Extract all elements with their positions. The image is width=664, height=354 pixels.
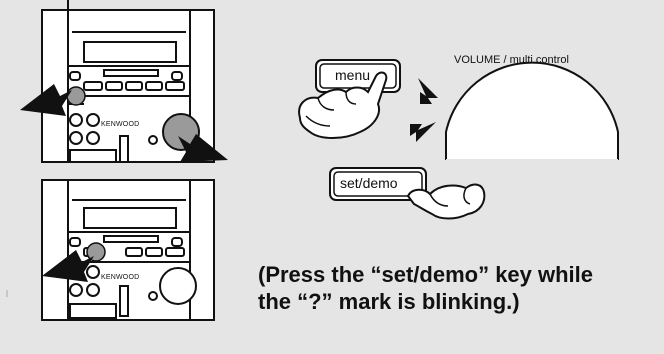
press-arrow-icon	[410, 122, 436, 142]
caption-line-2: the “?” mark is blinking.)	[258, 289, 520, 314]
pointing-hand-icon	[406, 183, 486, 220]
control-knob-highlight	[162, 113, 200, 151]
pointer-arrow-icon	[20, 84, 72, 116]
set-demo-key-graphic	[329, 167, 427, 201]
press-arrow-icon	[418, 78, 438, 104]
pointing-hand-icon	[298, 71, 388, 139]
menu-key-label: menu	[335, 67, 371, 83]
menu-key-highlight	[66, 86, 86, 106]
set-demo-key-label: set/demo	[340, 175, 398, 191]
brand-label-bottom: KENWOOD	[101, 274, 140, 281]
pointer-arrow-icon	[42, 250, 94, 282]
volume-knob	[445, 61, 619, 160]
device-bottom	[41, 179, 215, 321]
volume-label: VOLUME / multi control	[454, 54, 569, 66]
caption-line-1: (Press the “set/demo” key while	[258, 262, 594, 287]
set-demo-key-highlight	[86, 242, 106, 262]
brand-label-top: KENWOOD	[101, 121, 140, 128]
pointer-arrow-icon	[178, 134, 228, 162]
